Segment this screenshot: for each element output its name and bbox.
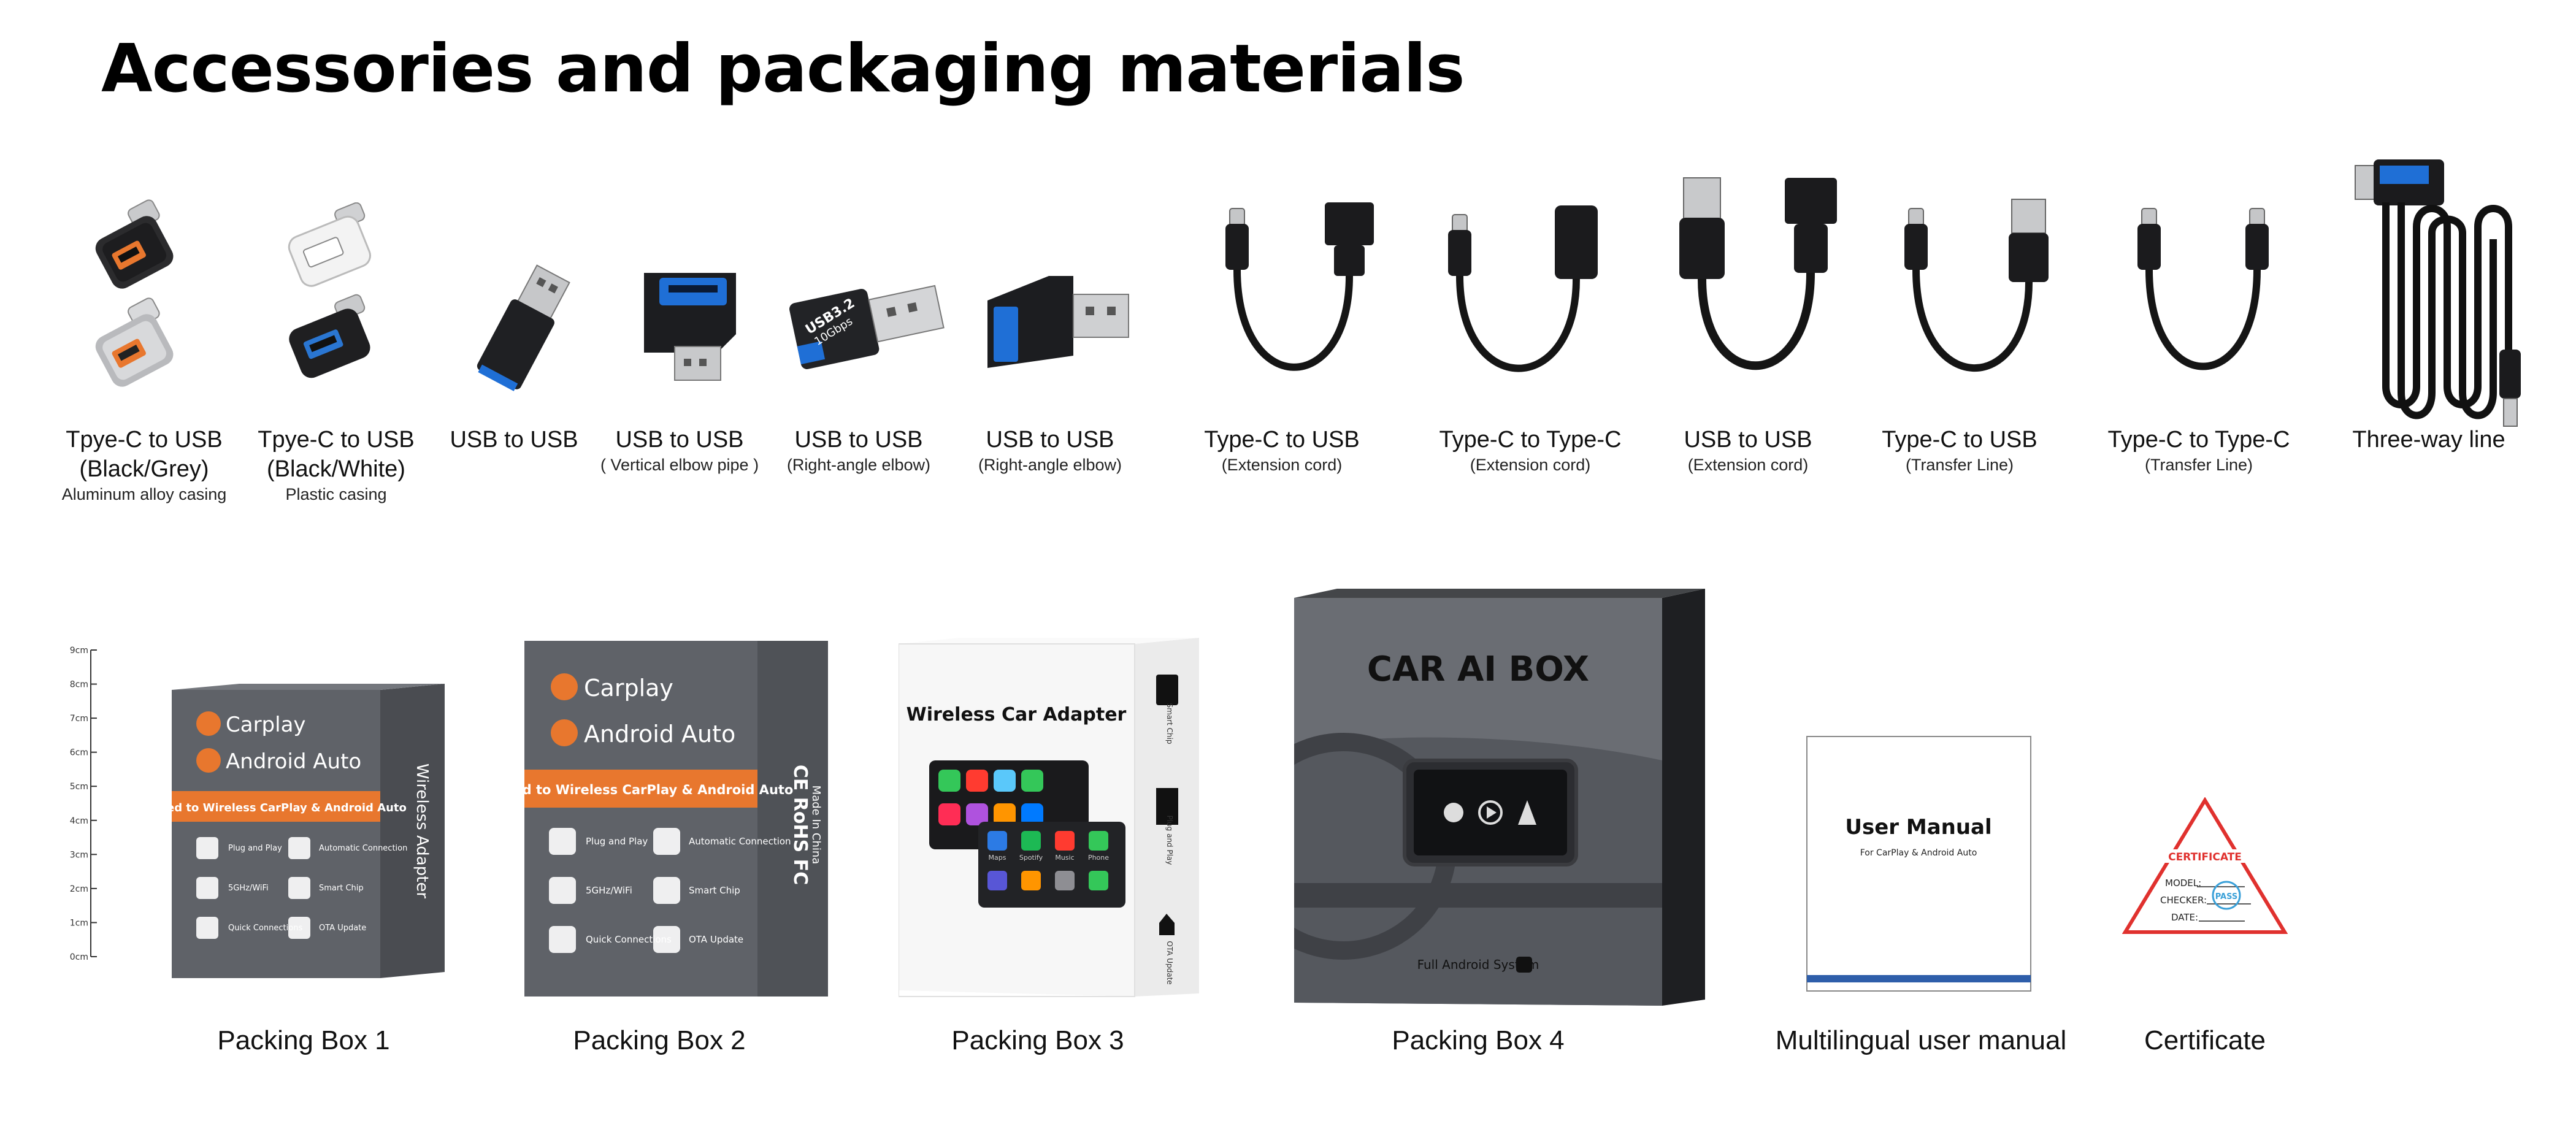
box3-screen-label-3: Music [1055,854,1074,862]
box2-feature-1: Plug and Play [586,836,648,847]
usb-usb-extension-cord-image [1679,177,1837,370]
manual-subtitle: For CarPlay & Android Auto [1860,848,1977,858]
packing-box-4: CAR AI BOX Full Android System [1294,589,1705,1006]
packing-label-2: Packing Box 2 [573,1025,746,1055]
android-auto-icon [196,748,221,773]
ruler-tick-label: 1cm [70,918,88,928]
box1-feature-3: 5GHz/WiFi [228,884,269,893]
ruler-tick-label: 6cm [70,748,88,758]
ruler-tick-label: 7cm [70,714,88,724]
typec-typec-transfer-line-image [2137,208,2269,370]
box2-banner: Wired to Wireless CarPlay & Android Auto [524,782,793,797]
size-ruler: 9cm 8cm 7cm 6cm 5cm 4cm 3cm 2cm 1cm 0cm [70,646,97,962]
packing-box-3: Wireless Car Adapter Maps Spotify Music … [899,638,1199,997]
pass-stamp [2212,881,2241,910]
ruler-tick-label: 3cm [70,850,88,860]
ruler-tick-label: 5cm [70,782,88,792]
packing-label-5: Multilingual user manual [1775,1025,2067,1055]
carplay-icon-2 [551,673,578,700]
accessory-label-5: USB to USB (Right-angle elbow) [786,427,931,474]
box4-title: CAR AI BOX [1367,649,1589,689]
box1-feature-4: Smart Chip [319,884,364,893]
box2-feature-4: Smart Chip [689,885,740,896]
packing-label-1: Packing Box 1 [217,1025,390,1055]
accessory-label-7: Type-C to USB (Extension cord) [1204,427,1360,474]
box2-made-in: Made In China [810,786,822,865]
box3-title: Wireless Car Adapter [907,704,1127,725]
accessory-label-6: USB to USB (Right-angle elbow) [978,427,1122,474]
ruler-tick-label: 4cm [70,816,88,826]
certificate-model: MODEL: [2165,878,2201,889]
box1-carplay-text: Carplay [226,713,306,737]
box3-side-1: Smart Chip [1165,703,1174,744]
adapter-typec-usb-grey-image [95,199,174,387]
box2-feature-3: 5GHz/WiFi [586,885,632,896]
box3-side-2: Plug and Play [1165,815,1174,865]
box1-side-text: Wireless Adapter [413,763,431,899]
manual-title: User Manual [1845,815,1991,840]
accessory-label-12: Three-way line [2352,427,2505,453]
typec-usb-extension-cord-image [1225,202,1374,371]
user-manual: User Manual For CarPlay & Android Auto [1806,736,2031,992]
page-title: Accessories and packaging materials [101,31,1465,107]
box2-feature-6: OTA Update [689,934,743,945]
packing-box-2: Carplay Android Auto Wired to Wireless C… [524,641,828,997]
accessory-label-2: Tpye-C to USB (Black/White) Plastic casi… [258,427,415,503]
packing-label-6: Certificate [2144,1025,2266,1055]
ruler-tick-label: 9cm [70,646,88,656]
certificate-title: CERTIFICATE [2168,851,2242,863]
android-small-icon [1516,957,1532,973]
box1-android-auto-text: Android Auto [226,749,361,774]
accessory-label-4: USB to USB ( Vertical elbow pipe ) [600,427,759,474]
play-icon [1478,800,1503,825]
box2-feature-2: Automatic Connection [689,836,791,847]
certificate-date: DATE: [2171,912,2198,923]
accessory-label-10: Type-C to USB (Transfer Line) [1882,427,2037,474]
accessory-label-1: Tpye-C to USB (Black/Grey) Aluminum allo… [61,427,227,503]
android-auto-icon-2 [551,719,578,746]
typec-usb-transfer-line-image [1904,199,2049,372]
plug-icon [1156,788,1178,825]
box1-feature-5: Quick Connections [228,924,302,933]
box2-feature-5: Quick Connections [586,934,672,945]
certificate: CERTIFICATE MODEL: CHECKER: DATE: PASS [2122,797,2288,934]
accessory-label-9: USB to USB (Extension cord) [1684,427,1812,474]
android-icon [1444,803,1463,822]
usb-straight-adapter-image [477,264,570,391]
usb-vertical-elbow-image [644,273,736,381]
cloud-upload-icon [1159,914,1175,935]
usb32-right-angle-image: USB3.2 10Gbps [789,285,945,369]
accessory-label-11: Type-C to Type-C (Transfer Line) [2107,427,2290,474]
box3-screen-label-4: Phone [1088,854,1109,862]
box2-carplay-text: Carplay [584,675,673,702]
box2-cert-marks: CE RoHS FC [789,765,811,885]
box3-side-3: OTA Update [1165,941,1174,984]
chip-icon [1156,675,1178,705]
pass-stamp-text: PASS [2215,892,2238,901]
box2-android-auto-text: Android Auto [584,721,735,748]
packing-box-1: Carplay Android Auto Wired to Wireless C… [172,684,445,978]
certificate-checker: CHECKER: [2160,895,2207,906]
accessory-label-8: Type-C to Type-C (Extension cord) [1439,427,1622,474]
packing-label-4: Packing Box 4 [1392,1025,1565,1055]
ruler-tick-label: 8cm [70,680,88,690]
ruler-tick-label: 0cm [70,952,88,962]
three-way-line-image [2355,159,2521,427]
box1-feature-6: OTA Update [319,924,366,933]
box3-screen-label-2: Spotify [1019,854,1043,862]
box3-screen-label-1: Maps [989,854,1006,862]
typec-typec-extension-cord-image [1448,205,1598,372]
android-auto-logo-icon [1518,800,1536,825]
adapter-typec-usb-white-image [288,202,372,378]
ruler-tick-label: 2cm [70,884,88,894]
carplay-icon [196,711,221,736]
accessory-label-3: USB to USB [450,427,578,453]
packing-label-3: Packing Box 3 [951,1025,1124,1055]
box1-feature-1: Plug and Play [228,844,282,853]
box1-feature-2: Automatic Connection [319,844,407,853]
usb-right-angle-elbow-image [987,276,1129,368]
box1-banner: Wired to Wireless CarPlay & Android Auto [172,801,407,814]
